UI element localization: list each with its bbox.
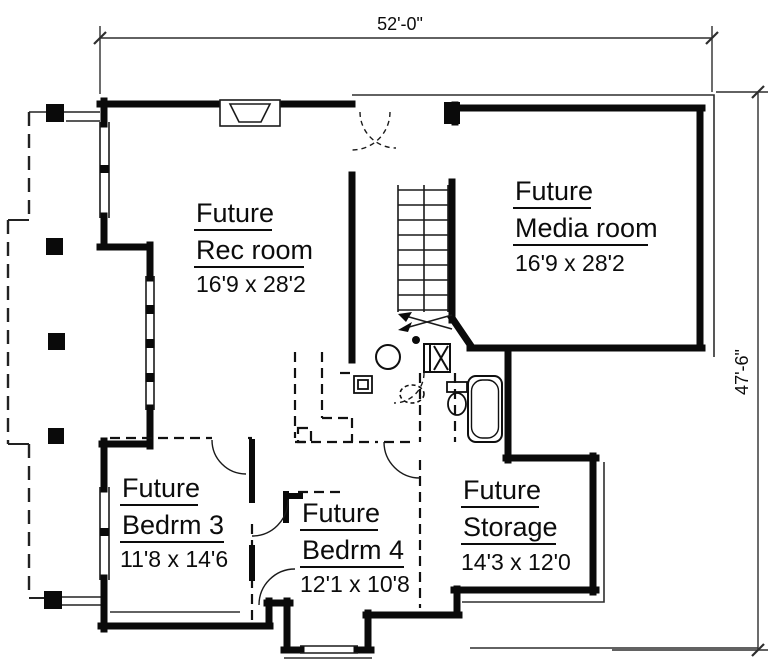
stair-door-arcs: [351, 111, 397, 151]
room-name: Bedrm 4: [302, 535, 404, 565]
foundation-offset-lines: [110, 94, 758, 659]
bathroom-fixtures: [353, 336, 503, 443]
room-prefix: Future: [122, 473, 200, 503]
room-prefix: Future: [196, 198, 274, 228]
drain-dot: [412, 336, 420, 344]
room-size: 16'9 x 28'2: [515, 250, 625, 276]
door-arcs: [211, 372, 425, 606]
exterior-walls: [96, 97, 706, 654]
fireplace: [219, 99, 281, 127]
room-size: 12'1 x 10'8: [300, 571, 410, 597]
utility-unit-icon: [423, 343, 451, 373]
deck-posts: [44, 104, 65, 609]
toilet-icon: [446, 381, 468, 416]
room-prefix: Future: [463, 475, 541, 505]
room-name: Media room: [515, 213, 658, 243]
window-mullions: [100, 165, 155, 536]
room-label-storage: Future Storage 14'3 x 12'0: [461, 475, 571, 575]
stair-arrowheads: [398, 312, 412, 332]
future-walls-dashed: [110, 352, 457, 622]
room-label-rec-room: Future Rec room 16'9 x 28'2: [194, 198, 313, 297]
deck-outline: [6, 111, 104, 606]
dimension-right-label: 47'-6": [732, 349, 752, 395]
room-prefix: Future: [515, 176, 593, 206]
bathtub-icon: [467, 375, 503, 443]
dimension-right: [612, 85, 768, 657]
staircase: [397, 185, 453, 330]
room-label-media-room: Future Media room 16'9 x 28'2: [513, 176, 658, 276]
media-wall-pilaster: [444, 102, 460, 124]
room-size: 11'8 x 14'6: [120, 546, 228, 572]
room-size: 16'9 x 28'2: [196, 271, 306, 297]
room-label-bedroom-4: Future Bedrm 4 12'1 x 10'8: [300, 498, 410, 597]
room-label-bedroom-3: Future Bedrm 3 11'8 x 14'6: [120, 473, 228, 572]
room-prefix: Future: [302, 498, 380, 528]
sink-icon: [375, 344, 401, 370]
laundry-box-icon: [353, 375, 373, 394]
room-name: Rec room: [196, 235, 313, 265]
room-name: Bedrm 3: [122, 510, 224, 540]
room-size: 14'3 x 12'0: [461, 549, 571, 575]
room-name: Storage: [463, 512, 558, 542]
dimension-top: [93, 26, 719, 94]
dimension-top-label: 52'-0": [377, 14, 423, 34]
partition-stubs: [249, 439, 303, 581]
floor-drain-icon: [399, 384, 425, 404]
